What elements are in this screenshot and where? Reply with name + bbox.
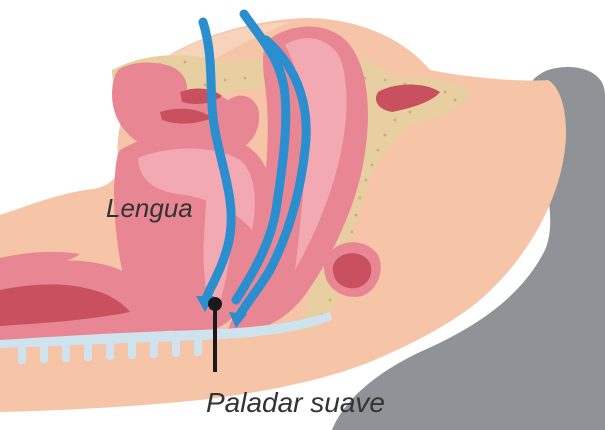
bone-speckle — [359, 197, 362, 200]
bone-speckle — [244, 77, 247, 80]
tooth — [194, 338, 202, 356]
tooth — [172, 339, 180, 357]
bone-speckle — [444, 91, 447, 94]
tooth — [150, 340, 158, 358]
bone-speckle — [409, 111, 412, 114]
bone-speckle — [329, 299, 332, 302]
tongue-label: Lengua — [106, 193, 193, 223]
bone-speckle — [365, 179, 368, 182]
bone-speckle — [224, 79, 227, 82]
bone-speckle — [184, 61, 187, 64]
bone-speckle — [377, 149, 380, 152]
bone-speckle — [355, 214, 358, 217]
bone-speckle — [394, 119, 397, 122]
bone-speckle — [204, 84, 207, 87]
tooth — [106, 342, 114, 360]
bone-speckle — [384, 79, 387, 82]
tooth — [84, 343, 92, 361]
bone-speckle — [351, 231, 354, 234]
tooth — [128, 341, 136, 359]
bone-speckle — [384, 134, 387, 137]
soft-palate-label: Paladar suave — [206, 387, 385, 418]
tooth — [18, 346, 26, 364]
bone-speckle — [454, 99, 457, 102]
bone-speckle — [371, 164, 374, 167]
soft-palate-pointer-dot — [208, 297, 222, 311]
tooth — [40, 345, 48, 363]
tooth — [62, 344, 70, 362]
